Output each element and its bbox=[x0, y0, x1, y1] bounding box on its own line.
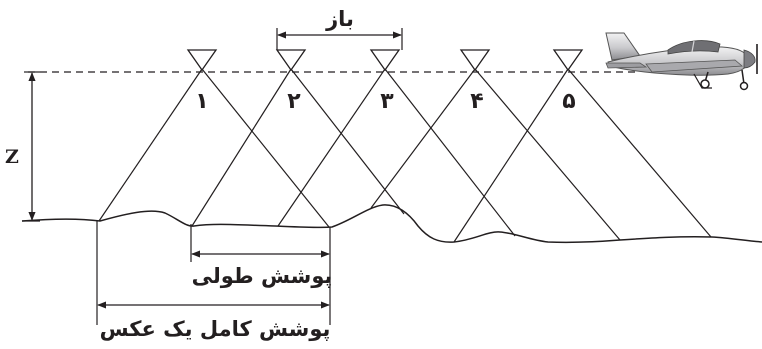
camera-triangles bbox=[186, 49, 584, 72]
station-label-4: ۴ bbox=[470, 89, 483, 114]
airplane-icon bbox=[605, 32, 758, 91]
station-label-2: ۲ bbox=[287, 89, 301, 114]
ground-profile bbox=[21, 204, 762, 244]
station-label-5: ۵ bbox=[562, 89, 575, 114]
triangle-camera-icon bbox=[459, 49, 491, 72]
baseline-label: باز bbox=[325, 7, 354, 31]
camera-cone-1 bbox=[98, 68, 330, 228]
full-coverage-label: پوشش کامل یک عکس bbox=[100, 317, 331, 341]
station-label-1: ۱ bbox=[195, 89, 208, 114]
camera-cone-3 bbox=[277, 68, 516, 237]
camera-cone-5 bbox=[453, 68, 712, 243]
forward-overlap-label: پوشش طولی bbox=[192, 264, 333, 288]
triangle-camera-icon bbox=[275, 49, 307, 72]
triangle-camera-icon bbox=[369, 49, 401, 72]
camera-cone-4 bbox=[370, 68, 621, 241]
height-label: Z bbox=[5, 146, 19, 168]
triangle-camera-icon bbox=[186, 49, 218, 72]
triangle-camera-icon bbox=[552, 49, 584, 72]
station-label-3: ۳ bbox=[380, 89, 394, 114]
